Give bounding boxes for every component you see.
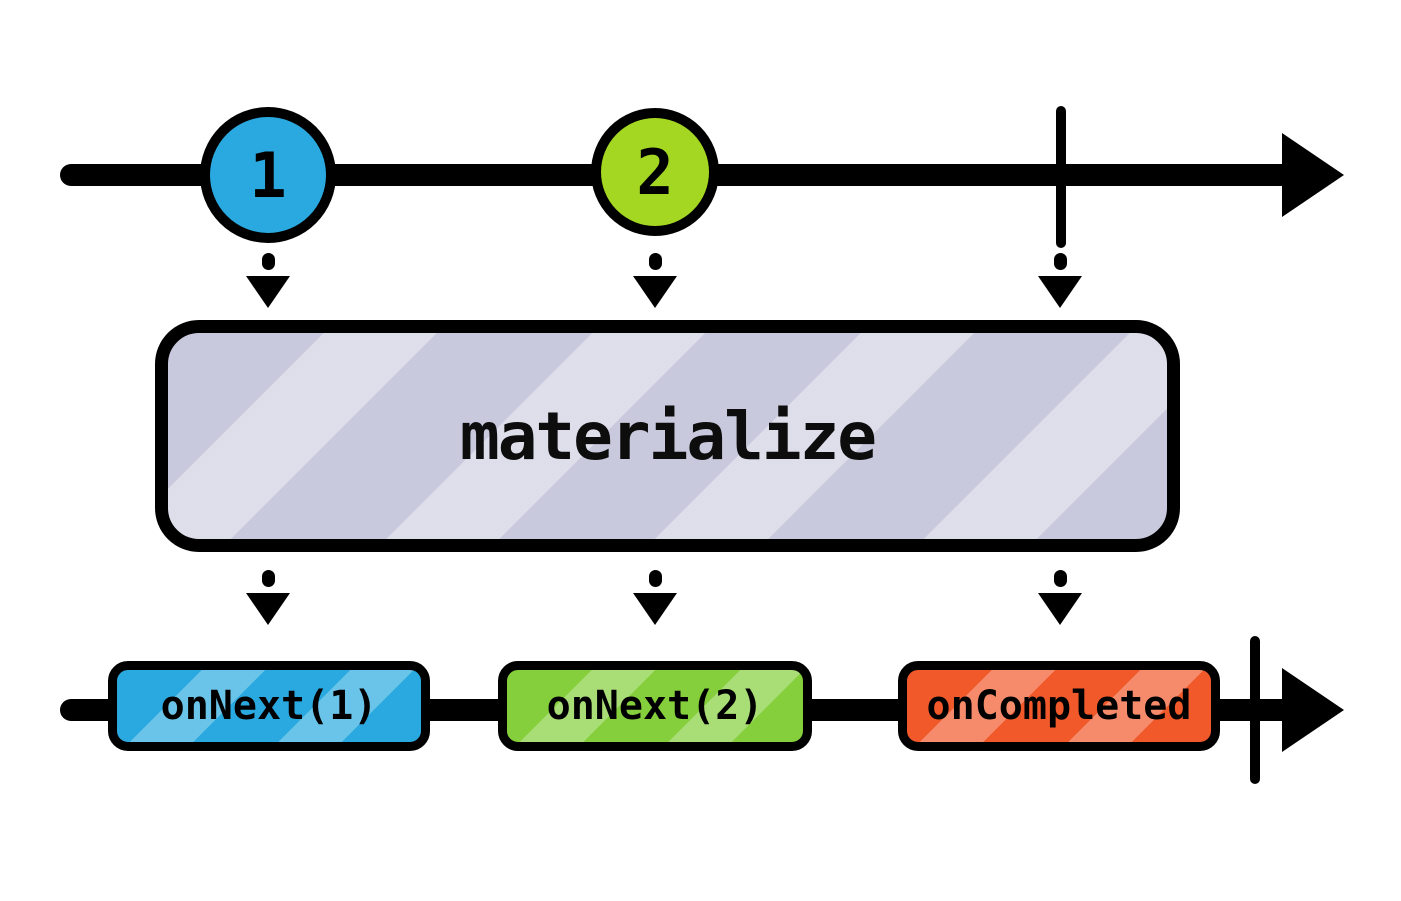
event-onnext-2: onNext(2)	[498, 661, 812, 751]
event-oncompleted-label: onCompleted	[926, 683, 1192, 729]
down-arrow-head-icon	[246, 593, 290, 625]
down-arrow	[1038, 570, 1082, 625]
marble-1-label: 1	[249, 138, 287, 212]
down-arrow-dot	[1053, 570, 1067, 587]
source-complete-tick	[1056, 106, 1066, 248]
operator-box: materialize	[155, 320, 1180, 552]
down-arrow-dot	[648, 253, 662, 270]
result-timeline-arrowhead-icon	[1282, 668, 1344, 752]
marble-2-label: 2	[636, 135, 674, 209]
down-arrow-head-icon	[633, 593, 677, 625]
event-onnext-1: onNext(1)	[108, 661, 430, 751]
result-complete-tick	[1250, 636, 1260, 784]
down-arrow	[246, 253, 290, 308]
down-arrow-dot	[1053, 253, 1067, 270]
operator-label: materialize	[459, 397, 877, 475]
event-onnext-1-label: onNext(1)	[160, 683, 378, 729]
down-arrow-head-icon	[633, 276, 677, 308]
event-oncompleted: onCompleted	[898, 661, 1220, 751]
down-arrow-dot	[648, 570, 662, 587]
down-arrow	[633, 570, 677, 625]
down-arrow-dot	[261, 253, 275, 270]
marble-2: 2	[591, 108, 719, 236]
down-arrow	[246, 570, 290, 625]
down-arrow-dot	[261, 570, 275, 587]
down-arrow-head-icon	[1038, 593, 1082, 625]
down-arrow-head-icon	[1038, 276, 1082, 308]
down-arrow	[633, 253, 677, 308]
down-arrow	[1038, 253, 1082, 308]
marble-1: 1	[200, 107, 336, 243]
source-timeline-arrowhead-icon	[1282, 133, 1344, 217]
event-onnext-2-label: onNext(2)	[546, 683, 764, 729]
down-arrow-head-icon	[246, 276, 290, 308]
